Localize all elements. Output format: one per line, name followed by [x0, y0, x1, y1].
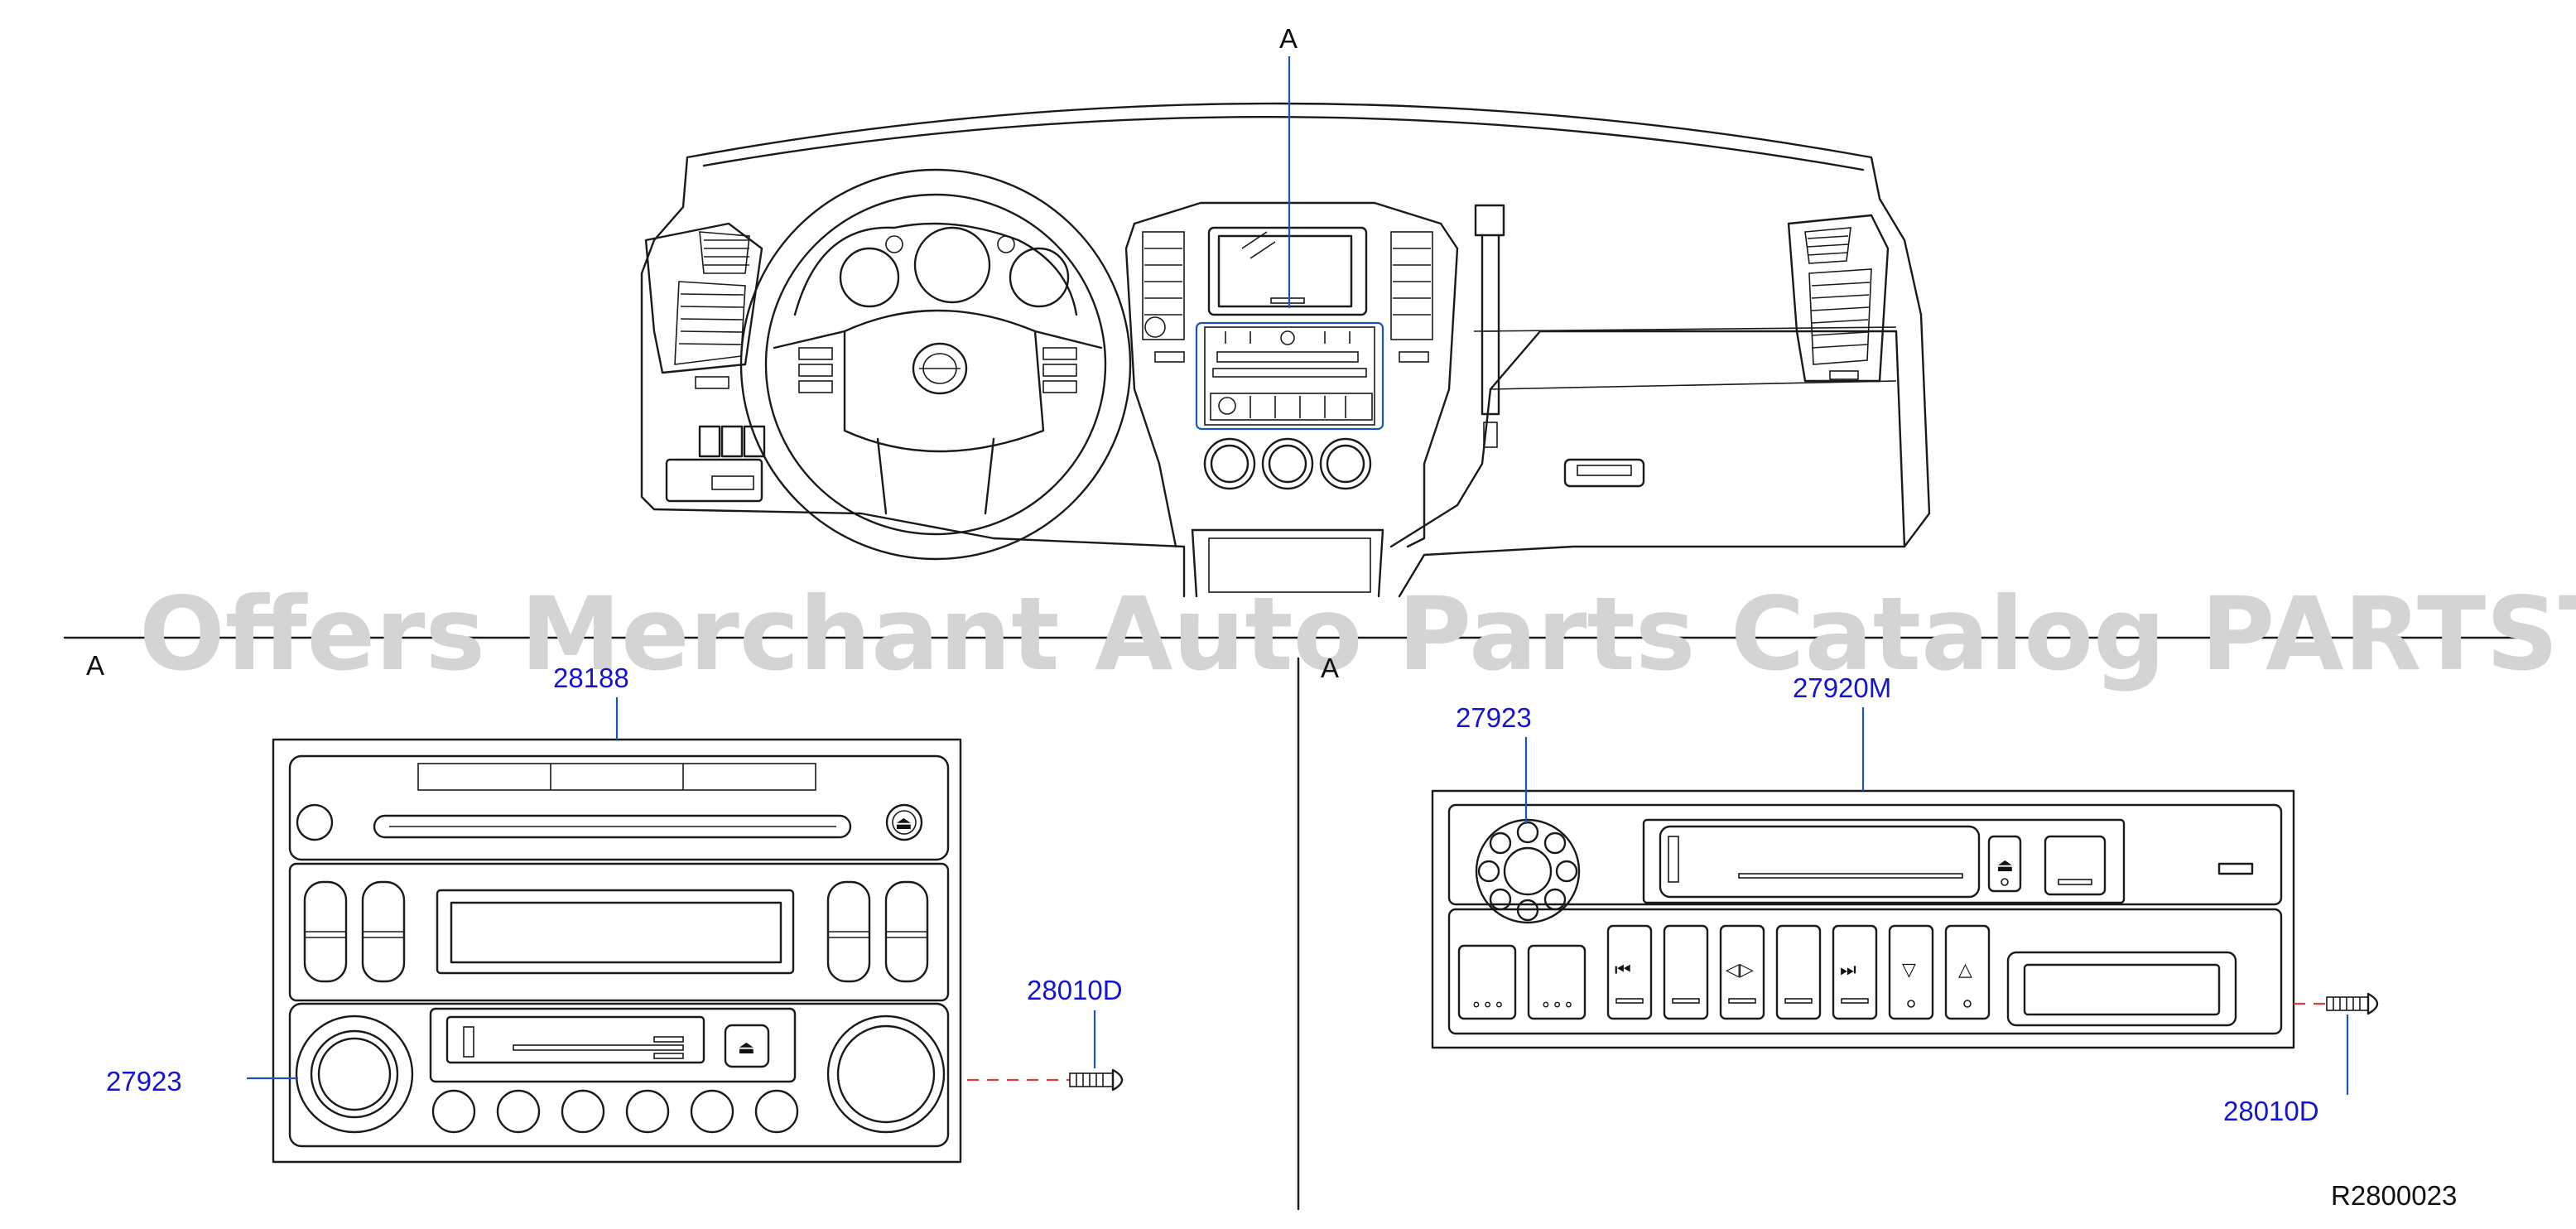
seek-icon: ◁▷	[1726, 960, 1754, 981]
callout-28010d-right: 28010D	[2223, 1096, 2319, 1126]
head-unit-27920m: ⏏ ∘∘∘ ∘∘∘ ⏮ ◁▷ ⏭ ▽ △	[1431, 789, 2295, 1049]
down-arrow-icon: ▽	[1902, 960, 1916, 981]
callout-28010d-left: 28010D	[1027, 975, 1123, 1005]
view-label-right: A	[1321, 653, 1339, 683]
callout-28188: 28188	[553, 663, 629, 693]
next-track-icon: ⏭	[1840, 960, 1856, 981]
screw-28010d-right	[2326, 992, 2379, 1015]
head-unit-28188: ⏏ ⏏	[272, 738, 962, 1164]
callout-27923-right: 27923	[1456, 702, 1532, 733]
screw-28010d-left	[1069, 1068, 1124, 1092]
dashboard-illustration	[640, 102, 1931, 598]
watermark-text: Offers Merchant Auto Parts Catalog PARTS…	[139, 576, 2576, 693]
preset-dots-1: ∘∘∘	[1471, 995, 1505, 1015]
eject-icon-tape: ⏏	[738, 1038, 755, 1058]
prev-track-icon: ⏮	[1615, 960, 1631, 981]
eject-icon-right: ⏏	[1996, 855, 2014, 876]
drawing-code: R2800023	[2331, 1180, 2457, 1211]
callout-27923-left: 27923	[106, 1066, 182, 1096]
eject-icon-left: ⏏	[895, 813, 912, 834]
view-label-left: A	[86, 650, 104, 681]
callout-27920m: 27920M	[1793, 672, 1891, 703]
up-arrow-icon: △	[1958, 960, 1972, 981]
view-label-top: A	[1279, 23, 1298, 54]
preset-dots-2: ∘∘∘	[1540, 995, 1574, 1015]
